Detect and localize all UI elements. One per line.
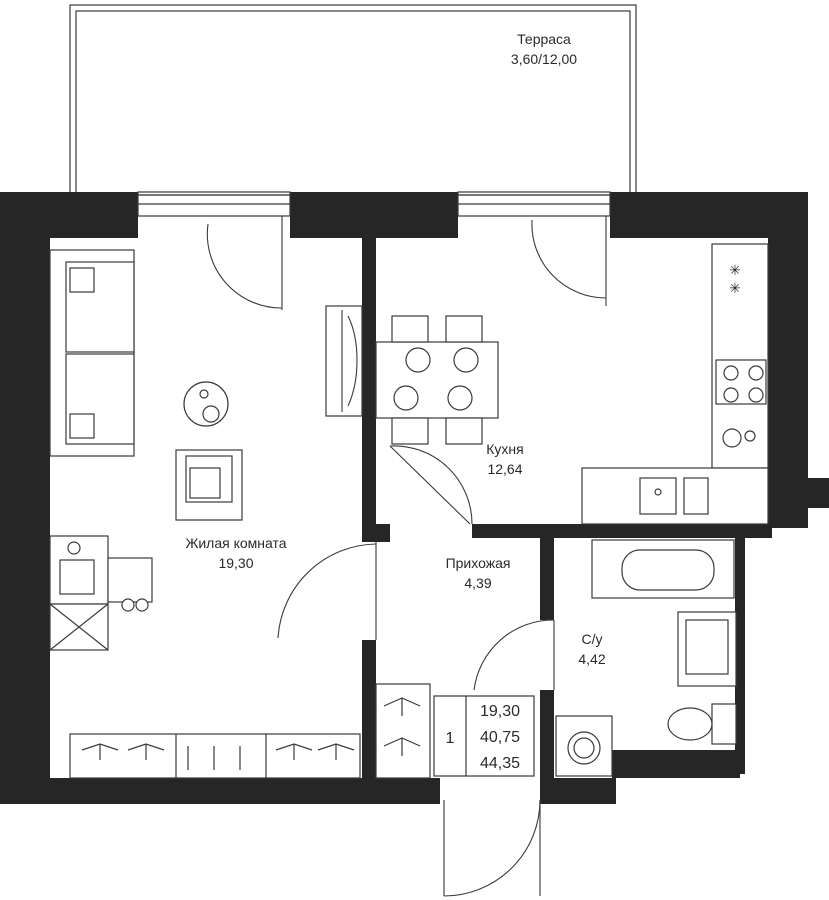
room-count: 1 (446, 730, 455, 747)
kitchen-area: 12,64 (487, 461, 522, 477)
summary-box (433, 695, 535, 777)
sofa (49, 249, 135, 457)
washing-machine (555, 715, 613, 777)
bathroom-door[interactable] (473, 619, 555, 691)
kitchen-counter: ✳ ✳ (581, 243, 769, 525)
living-area: 19,30 (218, 555, 253, 571)
kitchen-name: Кухня (486, 441, 523, 457)
terrace-door-kitchen[interactable] (531, 216, 607, 306)
toilet (667, 703, 737, 745)
desk (49, 535, 153, 651)
living-name: Жилая комната (185, 535, 286, 551)
area-with-terrace: 44,35 (480, 755, 520, 772)
living-area-total: 19,30 (480, 703, 520, 720)
terrace-area: 3,60/12,00 (511, 51, 577, 67)
bathroom-name: С/у (582, 631, 603, 647)
terrace-door-living[interactable] (206, 216, 283, 310)
windows (137, 191, 611, 217)
hood-mark: ✳ (729, 262, 741, 278)
coffee-table (183, 381, 229, 427)
bathtub (591, 539, 735, 599)
total-area: 40,75 (480, 729, 520, 746)
kitchen-door[interactable] (389, 445, 473, 525)
dining-table (375, 315, 499, 445)
tv-stand (325, 305, 363, 417)
bathroom-area: 4,42 (578, 651, 605, 667)
armchair (175, 449, 243, 521)
hall-wardrobe (375, 683, 431, 779)
entrance-door[interactable] (443, 799, 541, 897)
wardrobe (69, 733, 361, 779)
walls (0, 192, 829, 804)
terrace-name: Терраса (517, 31, 571, 47)
hallway-area: 4,39 (464, 575, 491, 591)
hood-mark: ✳ (729, 280, 741, 296)
sink (677, 611, 737, 687)
hallway-name: Прихожая (446, 555, 511, 571)
living-door[interactable] (277, 542, 377, 640)
